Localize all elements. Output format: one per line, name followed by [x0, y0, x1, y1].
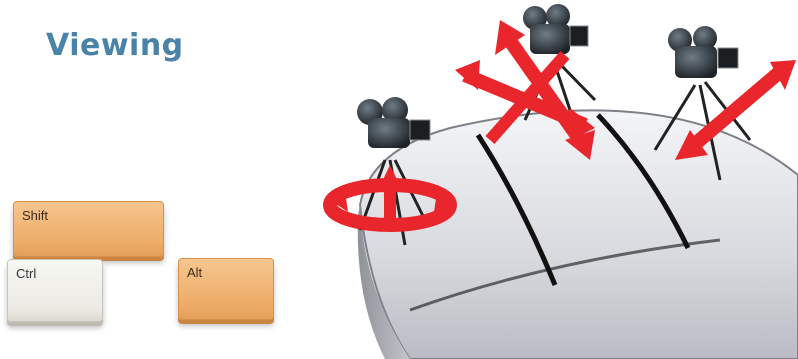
shift-key: Shift — [13, 201, 164, 257]
page-title: Viewing — [46, 28, 184, 63]
alt-key: Alt — [178, 258, 274, 320]
mouse-scene — [300, 0, 798, 359]
ctrl-key: Ctrl — [7, 259, 103, 322]
